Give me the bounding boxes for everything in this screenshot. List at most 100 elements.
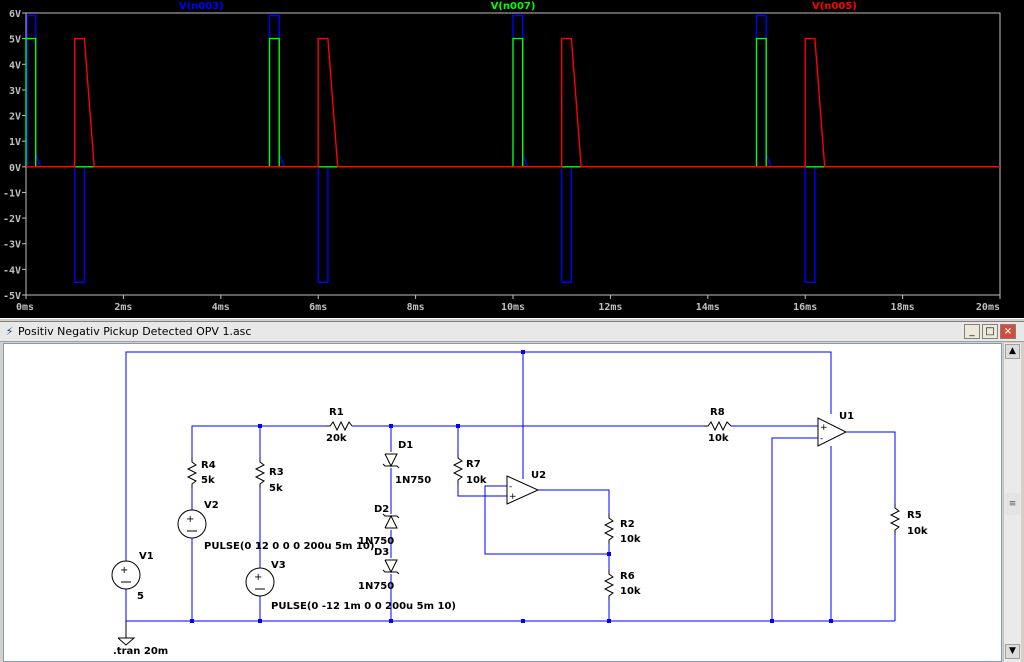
trace-legend[interactable]: V(n003) V(n007) V(n005)	[179, 1, 857, 12]
trace-label-vn005[interactable]: V(n005)	[812, 1, 857, 12]
r3-name: R3	[269, 467, 284, 478]
close-icon: ×	[1003, 326, 1013, 337]
u2-name: U2	[531, 470, 546, 481]
trace-group	[25, 14, 1000, 283]
x-tick-label: 10ms	[501, 302, 525, 313]
wire-u2-feedback	[484, 485, 609, 555]
r8-resistor[interactable]	[704, 420, 732, 432]
wire-u1-minus	[771, 437, 818, 621]
trace-label-vn007[interactable]: V(n007)	[491, 1, 536, 12]
v3-value: PULSE(0 -12 1m 0 0 200u 5m 10)	[271, 601, 456, 612]
r7-resistor[interactable]	[452, 454, 464, 484]
trace-vn005	[26, 37, 1000, 168]
y-tick-label: -1V	[3, 188, 21, 199]
junction	[607, 552, 611, 556]
minimize-button[interactable]: _	[964, 324, 980, 339]
x-tick-label: 12ms	[598, 302, 622, 313]
v1-voltage-source[interactable]: +	[111, 560, 141, 590]
y-tick-label: 2V	[9, 112, 21, 123]
junction	[389, 619, 393, 623]
y-tick-label: -4V	[3, 265, 21, 276]
r1-resistor[interactable]	[326, 420, 353, 432]
u1-name: U1	[839, 411, 854, 422]
junction	[258, 619, 262, 623]
d1-zener-diode[interactable]	[382, 453, 400, 469]
junction	[521, 619, 525, 623]
u1-opamp[interactable]: + -	[817, 417, 848, 447]
scroll-up-button[interactable]: ▲	[1005, 344, 1020, 359]
junction	[607, 619, 611, 623]
junction	[521, 350, 525, 354]
v2-name: V2	[204, 500, 219, 511]
x-tick-label: 16ms	[793, 302, 817, 313]
v3-name: V3	[271, 560, 286, 571]
minimize-icon: _	[969, 326, 975, 337]
d2-zener-diode[interactable]	[382, 513, 400, 529]
pane-splitter[interactable]	[0, 318, 1024, 322]
r4-resistor[interactable]	[186, 458, 198, 488]
v2-voltage-source[interactable]: +	[177, 509, 207, 539]
ground-symbol[interactable]	[117, 621, 136, 646]
r2-value: 10k	[620, 534, 641, 545]
d3-name: D3	[374, 547, 389, 558]
y-tick-label: -3V	[3, 240, 21, 251]
v3-voltage-source[interactable]: +	[245, 567, 275, 597]
svg-text:-: -	[509, 482, 512, 492]
u2-opamp[interactable]: - +	[506, 475, 540, 505]
v1-name: V1	[139, 551, 154, 562]
schematic-canvas[interactable]: + + +	[3, 343, 1002, 662]
r2-resistor[interactable]	[603, 514, 615, 544]
d3-zener-diode[interactable]	[382, 559, 400, 575]
r5-resistor[interactable]	[889, 504, 901, 534]
x-tick-label: 18ms	[891, 302, 915, 313]
wire-u2-out	[538, 489, 610, 514]
x-tick-label: 8ms	[407, 302, 425, 313]
r6-value: 10k	[620, 586, 641, 597]
r4-name: R4	[201, 460, 216, 471]
r8-value: 10k	[708, 433, 729, 444]
trace-label-vn003[interactable]: V(n003)	[179, 1, 224, 12]
r1-value: 20k	[326, 433, 347, 444]
vertical-scrollbar[interactable]: ▲ ≡ ▼	[1003, 343, 1021, 662]
r6-name: R6	[620, 571, 635, 582]
wire-r7-u2-plus	[457, 484, 507, 497]
d3-value: 1N750	[358, 581, 394, 592]
junction	[456, 424, 460, 428]
r3-value: 5k	[269, 483, 283, 494]
r4-value: 5k	[201, 475, 215, 486]
x-tick-label: 0ms	[16, 302, 34, 313]
junction	[770, 619, 774, 623]
grip-icon: ≡	[1008, 499, 1017, 509]
wires	[125, 351, 896, 638]
tran-directive[interactable]: .tran 20m	[113, 646, 168, 657]
scroll-down-button[interactable]: ▼	[1005, 644, 1020, 659]
close-button[interactable]: ×	[1000, 324, 1016, 339]
r3-resistor[interactable]	[254, 458, 266, 488]
junction	[258, 424, 262, 428]
d1-name: D1	[398, 440, 413, 451]
junction	[829, 619, 833, 623]
svg-text:+: +	[120, 565, 128, 576]
scroll-thumb[interactable]: ≡	[1005, 493, 1020, 515]
arrow-down-icon: ▼	[1009, 646, 1016, 656]
svg-text:+: +	[186, 514, 194, 525]
wire-r4-top	[191, 425, 326, 458]
schematic-drawing[interactable]: + + +	[4, 344, 1001, 661]
r6-resistor[interactable]	[603, 570, 615, 600]
arrow-up-icon: ▲	[1009, 346, 1016, 356]
svg-text:-: -	[820, 434, 823, 444]
y-tick-label: 1V	[9, 137, 21, 148]
v2-value: PULSE(0 12 0 0 0 200u 5m 10)	[204, 541, 374, 552]
maximize-button[interactable]: □	[982, 324, 998, 339]
svg-text:+: +	[820, 423, 828, 433]
y-tick-label: 4V	[9, 60, 21, 71]
schematic-title-bar[interactable]: ⚡ Positiv Negativ Pickup Detected OPV 1.…	[0, 322, 1024, 342]
r2-name: R2	[620, 519, 635, 530]
r7-name: R7	[466, 459, 481, 470]
svg-text:+: +	[509, 492, 517, 502]
x-tick-label: 4ms	[212, 302, 230, 313]
